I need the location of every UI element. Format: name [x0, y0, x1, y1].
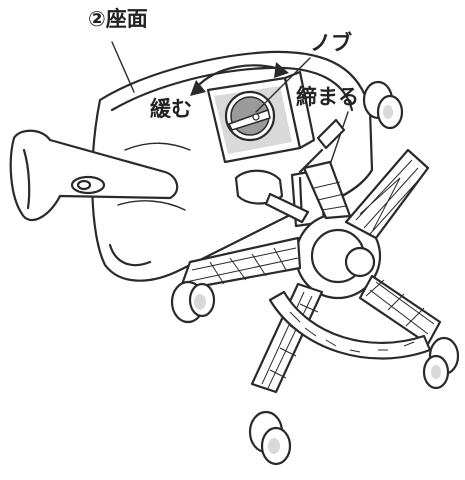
five-star-base: [178, 148, 442, 394]
knob-leader-line: [255, 57, 311, 113]
caster-right: [422, 336, 460, 390]
label-knob: ノブ: [310, 31, 352, 55]
seat-leader-line: [111, 41, 135, 93]
label-seat: ②座面: [88, 7, 148, 31]
gas-lift: [234, 168, 326, 228]
label-tighten: 締まる: [296, 85, 359, 109]
caster-top-right: [362, 80, 404, 130]
rotation-arrow-icon: [190, 62, 289, 96]
caster-bottom: [248, 410, 292, 466]
caster-left: [170, 280, 216, 324]
armrest-lever: [9, 129, 179, 222]
adjustment-knob: [224, 90, 276, 142]
label-loosen: 緩む: [150, 97, 192, 121]
caster-wheels: [170, 80, 460, 466]
